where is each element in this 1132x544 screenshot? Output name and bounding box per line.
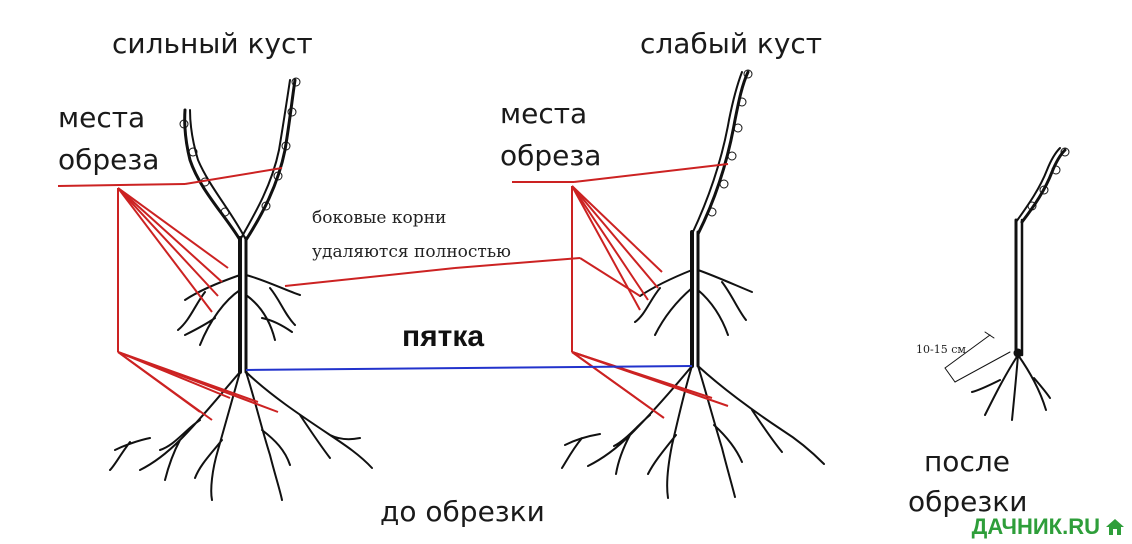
distance-label: 10-15 см	[916, 344, 966, 355]
after-pruning-line1: после	[924, 448, 1010, 476]
strong-bush-title: сильный куст	[112, 30, 313, 58]
strong-bush-plant	[110, 78, 372, 500]
weak-bush-title: слабый куст	[640, 30, 822, 58]
house-icon	[1104, 516, 1126, 538]
cut-lines-middle	[512, 164, 728, 418]
side-roots-line2: удаляются полностью	[312, 244, 511, 261]
cut-places-left-line2: обреза	[58, 146, 159, 174]
before-pruning-label: до обрезки	[380, 498, 545, 526]
site-logo: ДАЧНИК.RU	[972, 514, 1126, 540]
side-roots-line1: боковые корни	[312, 210, 446, 227]
cut-places-right-line2: обреза	[500, 142, 601, 170]
after-pruning-line2: обрезки	[908, 488, 1027, 516]
cut-lines-left	[58, 168, 580, 420]
pruned-plant	[945, 148, 1069, 420]
logo-text: ДАЧНИК.RU	[972, 514, 1100, 540]
weak-bush-plant	[562, 70, 824, 498]
heel-label: пятка	[402, 322, 484, 352]
cut-places-right-line1: места	[500, 100, 587, 128]
cut-places-left-line1: места	[58, 104, 145, 132]
